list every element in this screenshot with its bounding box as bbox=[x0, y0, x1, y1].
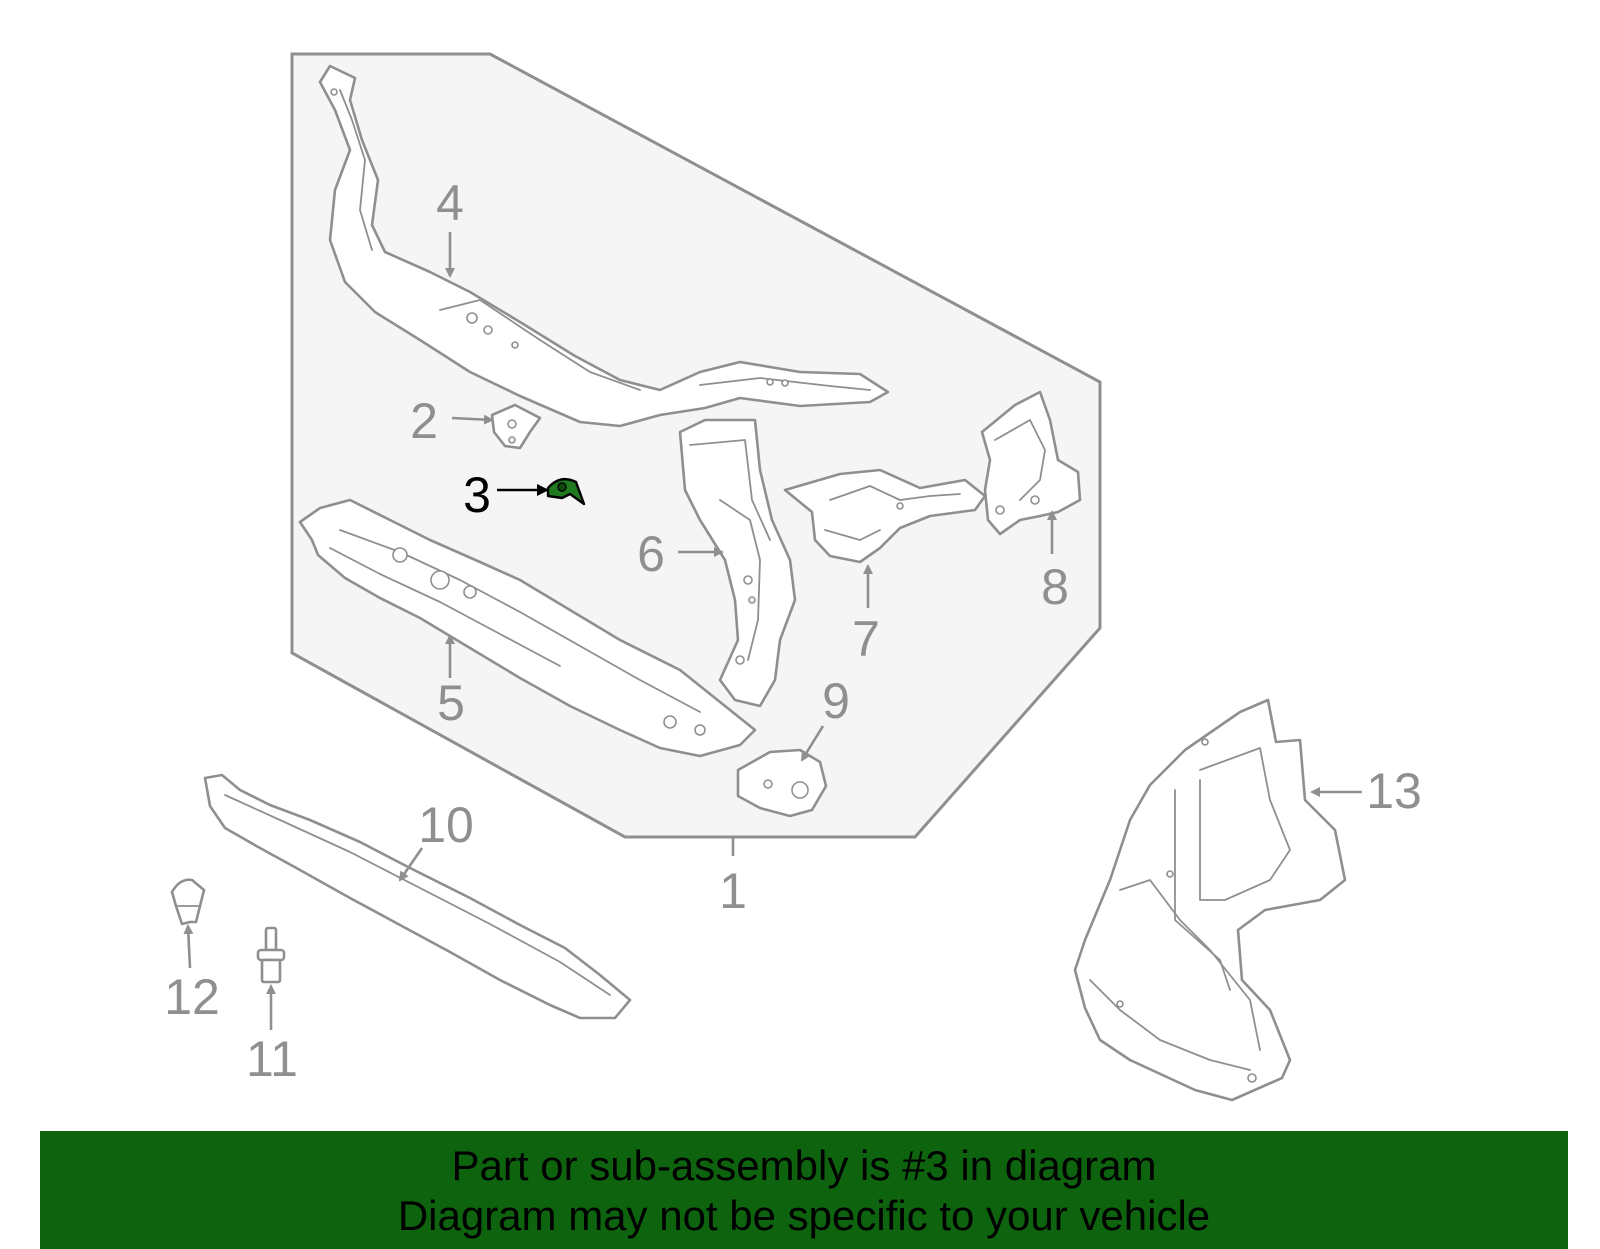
info-banner: Part or sub-assembly is #3 in diagram Di… bbox=[40, 1131, 1568, 1249]
part-10-deflector-strip bbox=[203, 773, 632, 1020]
part-5-lower-tie-bar bbox=[298, 498, 757, 758]
callout-1: 1 bbox=[719, 863, 747, 919]
parts-diagram: 4 2 3 6 5 7 8 9 1 10 12 11 13 bbox=[164, 52, 1422, 1102]
part-7-headlamp-bracket bbox=[783, 468, 987, 564]
part-8-corner-bracket bbox=[980, 390, 1082, 536]
part-9-bracket bbox=[736, 748, 828, 818]
leader-10 bbox=[398, 847, 424, 882]
banner-line-1: Part or sub-assembly is #3 in diagram bbox=[451, 1142, 1157, 1189]
leader-12 bbox=[183, 924, 194, 969]
callout-4: 4 bbox=[436, 175, 464, 231]
callout-8: 8 bbox=[1041, 559, 1069, 615]
leader-2 bbox=[451, 414, 494, 425]
part-13-splash-shield bbox=[1073, 698, 1347, 1102]
part-12-push-clip bbox=[170, 878, 206, 926]
part-3-clip-highlighted bbox=[546, 477, 586, 506]
callout-10: 10 bbox=[418, 797, 474, 853]
callout-5: 5 bbox=[437, 675, 465, 731]
part-4-upper-tie-bar bbox=[318, 64, 890, 428]
callout-2: 2 bbox=[410, 393, 438, 449]
callout-12: 12 bbox=[164, 969, 220, 1025]
part-2-bracket bbox=[490, 403, 542, 450]
callout-9: 9 bbox=[822, 673, 850, 729]
part-11-bolt bbox=[256, 926, 286, 984]
callout-3: 3 bbox=[463, 467, 491, 523]
callout-6: 6 bbox=[637, 526, 665, 582]
callout-11: 11 bbox=[246, 1031, 298, 1087]
banner-line-2: Diagram may not be specific to your vehi… bbox=[397, 1192, 1211, 1239]
callout-13: 13 bbox=[1366, 763, 1422, 819]
callout-7: 7 bbox=[852, 611, 880, 667]
leader-9 bbox=[800, 725, 825, 762]
